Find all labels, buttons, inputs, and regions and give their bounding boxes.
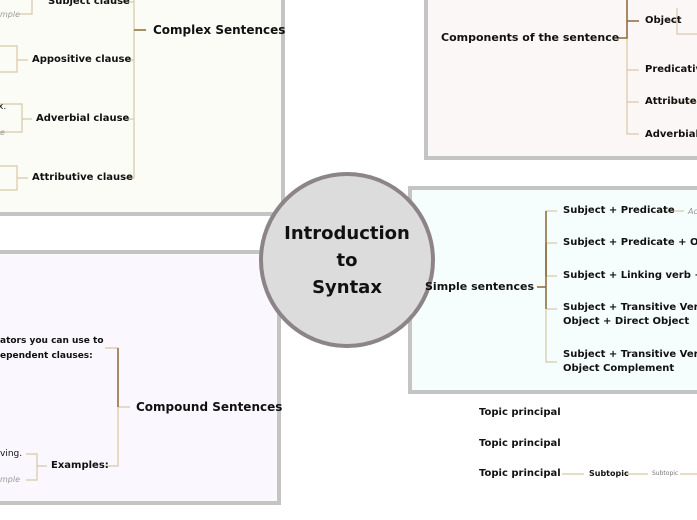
- simple-item[interactable]: Subject + Predicate: [563, 205, 675, 216]
- simple-item[interactable]: Subject + Transitive Verb +: [563, 349, 697, 360]
- topic-principal[interactable]: Topic principal: [479, 438, 561, 449]
- subsubtopic[interactable]: Subtopic: [652, 470, 679, 477]
- subtopic[interactable]: Subtopic: [589, 469, 629, 478]
- simple-item[interactable]: Subject + Predicate + Objec: [563, 237, 697, 248]
- compound-sentences-panel: [0, 250, 281, 505]
- compound-sentences-topic[interactable]: Compound Sentences: [136, 400, 283, 414]
- object-item[interactable]: Object: [645, 15, 682, 26]
- center-line-1: Introduction: [284, 222, 410, 244]
- fragment: mple: [0, 10, 21, 19]
- simple-sentences-topic[interactable]: Simple sentences: [425, 280, 535, 293]
- topic-principal[interactable]: Topic principal: [479, 468, 561, 479]
- fragment: x.: [0, 102, 7, 112]
- attribute-item[interactable]: Attribute: [645, 96, 697, 107]
- fragment: e: [0, 128, 5, 137]
- components-panel: [424, 0, 697, 160]
- predicative-item[interactable]: Predicative: [645, 64, 697, 75]
- simple-item-line2: Object Complement: [563, 363, 675, 374]
- simple-item[interactable]: Subject + Linking verb + Pre: [563, 270, 697, 281]
- subject-clause[interactable]: Subject clause: [48, 0, 130, 7]
- simple-item[interactable]: Subject + Transitive Verb + I: [563, 302, 697, 313]
- components-topic[interactable]: Components of the sentence: [441, 31, 620, 44]
- center-line-3: Syntax: [312, 276, 382, 298]
- attributive-clause[interactable]: Attributive clause: [32, 172, 133, 183]
- examples-topic[interactable]: Examples:: [51, 460, 109, 471]
- complex-sentences-topic[interactable]: Complex Sentences: [153, 23, 286, 37]
- adverbial-clause[interactable]: Adverbial clause: [36, 113, 130, 124]
- center-line-2: to: [336, 249, 358, 271]
- fragment: ving.: [0, 449, 23, 459]
- fragment: mple: [0, 475, 21, 484]
- coordinators-text[interactable]: ators you can use to: [0, 336, 104, 346]
- appositive-clause[interactable]: Appositive clause: [32, 54, 132, 65]
- simple-sentences-panel: [408, 186, 697, 394]
- coordinators-text[interactable]: ependent clauses:: [0, 351, 93, 361]
- adverbial-item[interactable]: Adverbial: [645, 129, 697, 140]
- topic-principal[interactable]: Topic principal: [479, 407, 561, 418]
- simple-item-line2: Object + Direct Object: [563, 316, 690, 327]
- fragment: Ac: [688, 207, 697, 216]
- complex-sentences-panel: [0, 0, 285, 216]
- central-topic[interactable]: Introduction to Syntax: [259, 172, 435, 348]
